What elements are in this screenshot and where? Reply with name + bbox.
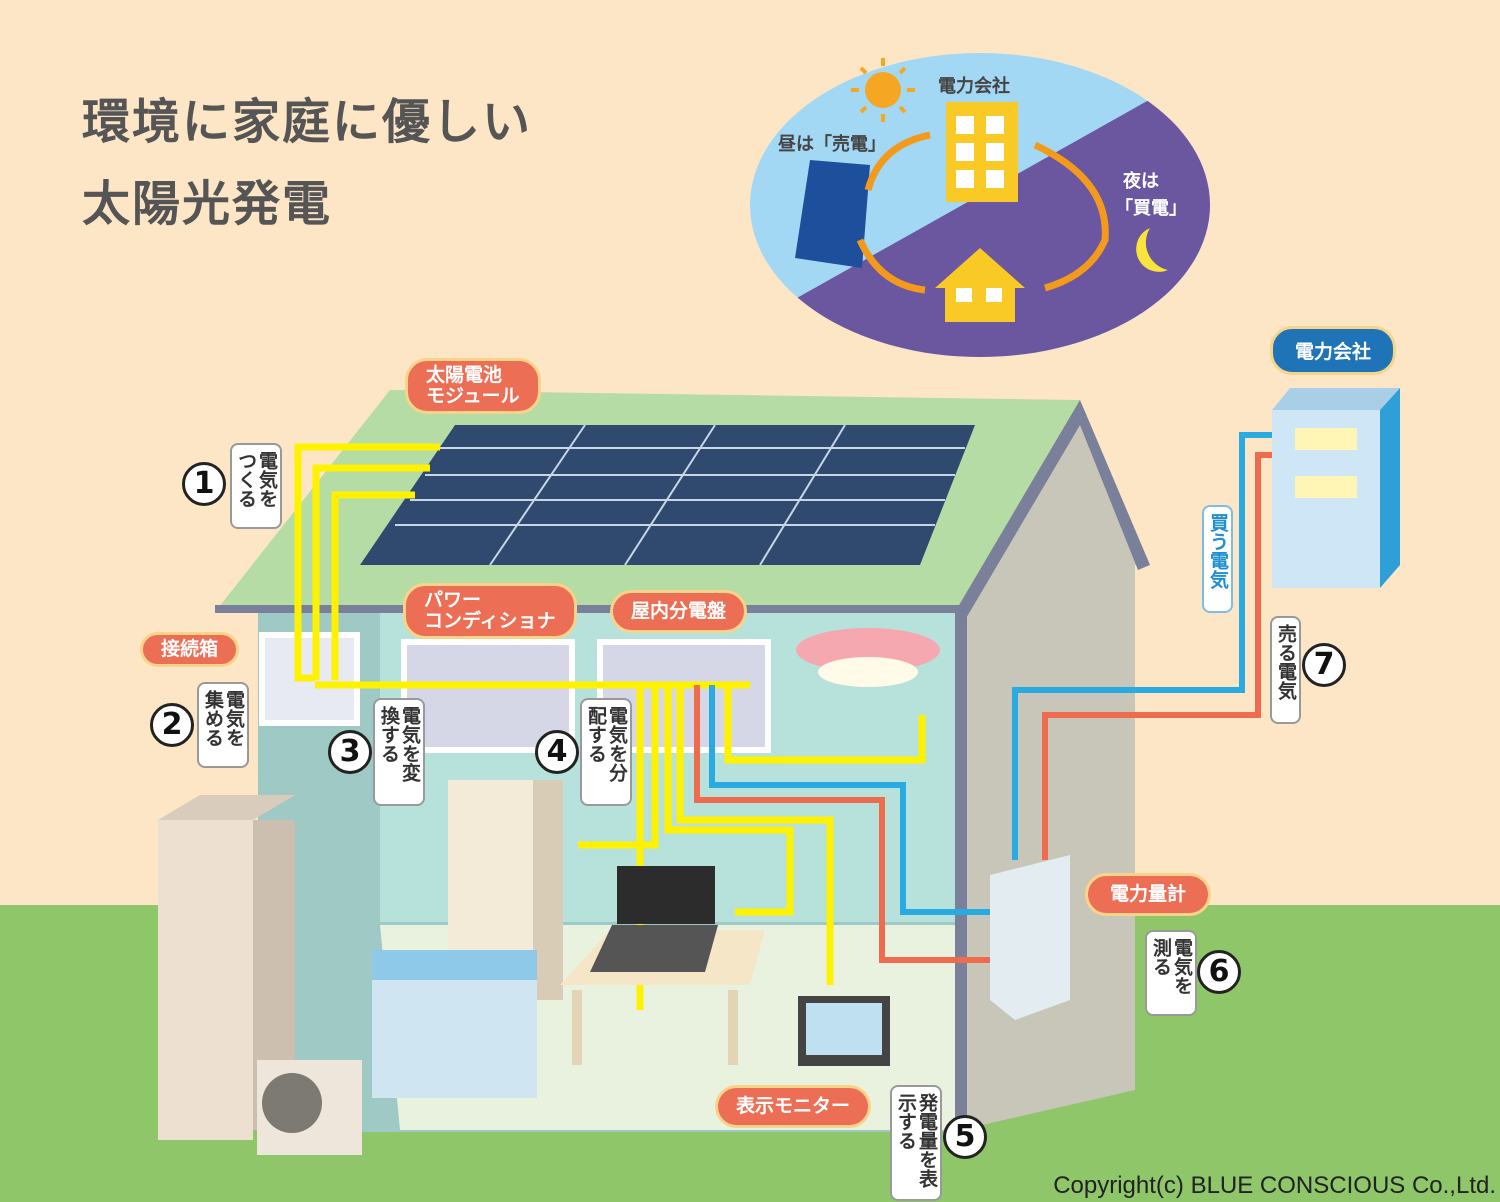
label-solar-module: 太陽電池 モジュール	[405, 358, 541, 414]
copyright: Copyright(c) BLUE CONSCIOUS Co.,Ltd.	[1053, 1172, 1496, 1199]
step-3-text: 電気を変換する	[373, 698, 425, 806]
electric-meter	[990, 855, 1070, 1020]
ceiling-light	[796, 628, 940, 672]
step-2-text: 電気を集める	[197, 682, 249, 768]
step-5-number: 5	[943, 1115, 987, 1159]
label-power-company: 電力会社	[1270, 326, 1397, 375]
step-5-text: 発電量を表示する	[890, 1085, 942, 1201]
moon-icon	[1136, 228, 1168, 272]
inset-house	[935, 248, 1025, 322]
water-heater	[158, 820, 253, 1140]
laptop	[617, 866, 715, 924]
bathtub	[372, 958, 537, 1098]
step-7-text: 売る電気	[1270, 616, 1301, 724]
label-junction-box: 接続箱	[140, 632, 240, 667]
step-4-number: 4	[535, 730, 579, 774]
inset-day-label: 昼は「売電」	[778, 134, 886, 155]
inset-panel	[795, 160, 870, 268]
step-2-number: 2	[150, 703, 194, 747]
step-1-number: 1	[182, 462, 226, 506]
label-monitor: 表示モニター	[715, 1085, 872, 1128]
page-subtitle: 太陽光発電	[82, 176, 333, 232]
label-distribution-board: 屋内分電盤	[610, 590, 748, 633]
label-power-conditioner: パワー コンディショナ	[403, 583, 577, 639]
solar-panel	[360, 425, 975, 565]
step-7-number: 7	[1302, 643, 1346, 687]
inset-night-label-2: 「買電」	[1115, 198, 1187, 219]
label-meter: 電力量計	[1085, 873, 1212, 916]
step-4-text: 電気を分配する	[580, 698, 632, 806]
page-title: 環境に家庭に優しい	[82, 94, 533, 150]
power-conditioner	[401, 639, 575, 753]
wires	[294, 443, 926, 1010]
buy-electricity-label: 買う電気	[1202, 505, 1233, 613]
step-1-text: 電気をつくる	[230, 443, 282, 529]
step-6-text: 電気を測る	[1145, 930, 1197, 1016]
step-3-number: 3	[328, 730, 372, 774]
sun-icon	[865, 72, 901, 108]
step-6-number: 6	[1197, 950, 1241, 994]
inset-company-label: 電力会社	[938, 76, 1010, 97]
inset-night-label-1: 夜は	[1123, 171, 1159, 192]
